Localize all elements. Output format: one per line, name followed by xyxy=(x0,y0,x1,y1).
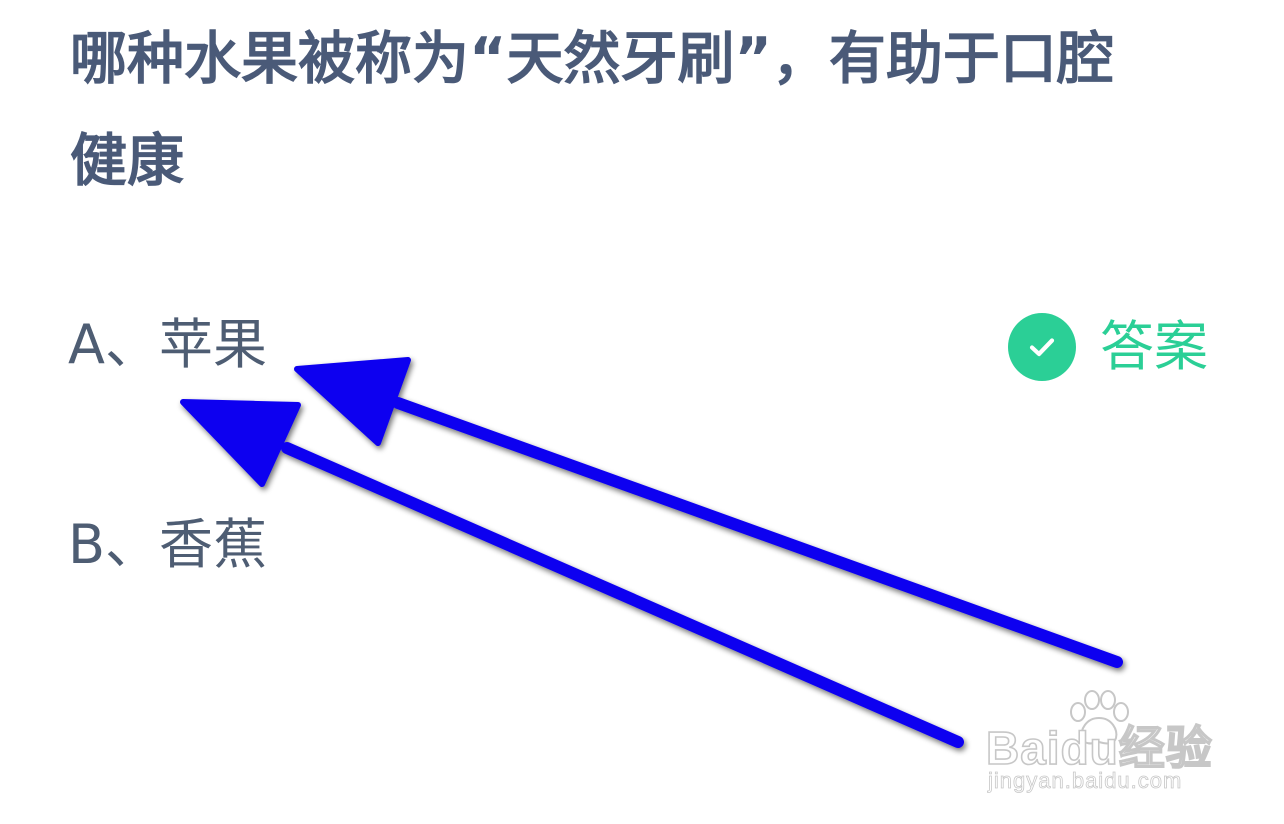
check-circle-icon xyxy=(1008,313,1076,381)
question-line-1: 哪种水果被称为“天然牙刷”，有助于口腔 xyxy=(70,26,1114,92)
answer-label: 答案 xyxy=(1100,315,1208,378)
arrow-to-option-b xyxy=(180,399,964,748)
paw-icon xyxy=(1070,690,1129,745)
baidu-watermark: Baidu经验 jingyan.baidu.com xyxy=(985,690,1226,800)
option-a[interactable]: A、苹果 xyxy=(68,313,267,376)
watermark-url: jingyan.baidu.com xyxy=(988,768,1183,794)
option-b[interactable]: B、香蕉 xyxy=(68,513,268,576)
question-title: 哪种水果被称为“天然牙刷”，有助于口腔 健康 xyxy=(70,8,1240,212)
arrow-to-option-a xyxy=(294,357,1123,668)
answer-badge[interactable]: 答案 xyxy=(1008,312,1208,382)
question-line-2: 健康 xyxy=(70,128,184,194)
watermark-brand: Baidu经验 xyxy=(985,721,1213,775)
